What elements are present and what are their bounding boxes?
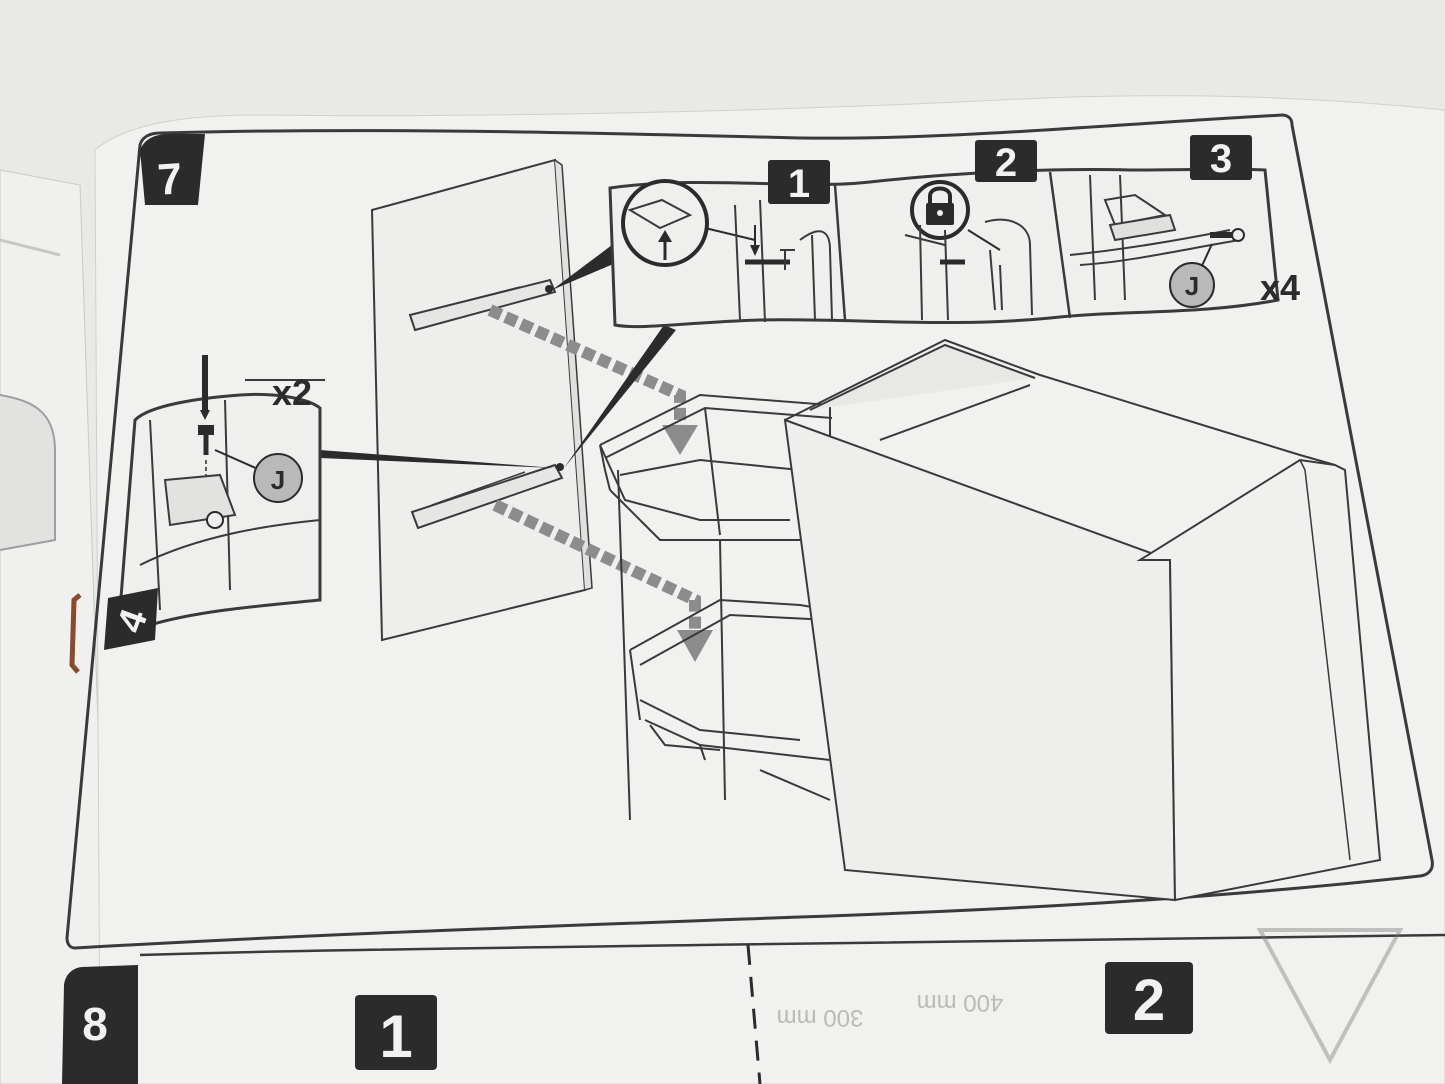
substep-4-badge: 4 [104, 588, 158, 650]
door-panel [370, 158, 593, 642]
step-8-substep-1-badge: 1 [355, 995, 437, 1070]
substep-3-number: 3 [1210, 137, 1232, 181]
fastener-j-right: J [1185, 271, 1199, 301]
warning-triangle-icon [1256, 928, 1404, 1065]
screw-icon [1210, 228, 1245, 242]
up-arrow-icon [658, 230, 672, 260]
step-8-substep-2-number: 2 [1133, 968, 1165, 1033]
step-8-frame: 8 [62, 933, 1445, 1084]
padlock-icon [926, 186, 954, 225]
detail-strip-top [608, 167, 1280, 329]
step-8-number: 8 [82, 998, 108, 1050]
screw-icon [198, 425, 214, 455]
detail-4-frame: J x2 [118, 355, 325, 629]
detail-3-content: J x4 [1069, 174, 1300, 308]
substep-1-badge: 1 [768, 160, 830, 206]
fastener-j-left: J [271, 465, 285, 495]
step-8-substep-1-number: 1 [379, 1003, 412, 1070]
qty-x4: x4 [1260, 267, 1300, 308]
dashed-arrow-upper [487, 304, 698, 455]
bracket-icon [408, 278, 557, 332]
bracket-icon [410, 463, 564, 530]
substep-2-badge: 2 [975, 140, 1037, 185]
dashed-divider [746, 944, 762, 1084]
substep-2-number: 2 [995, 141, 1017, 185]
step-8-substep-2-badge: 2 [1105, 962, 1193, 1034]
step-7-frame [65, 113, 1434, 950]
callout-pointer [320, 245, 676, 468]
faint-measure-b: 400 mm [917, 989, 1004, 1016]
detail-2-content [904, 180, 1033, 321]
detail-1-content [621, 179, 833, 323]
substep-1-number: 1 [788, 162, 810, 206]
staple-icon [69, 593, 82, 674]
cabinet-box [783, 338, 1382, 902]
substep-3-badge: 3 [1190, 135, 1252, 181]
step-7-badge: 7 [140, 134, 205, 205]
screwdriver-icon [200, 355, 210, 420]
faint-measure-a: 300 mm [777, 1004, 864, 1031]
step-7-number: 7 [156, 154, 184, 205]
qty-x2: x2 [272, 372, 312, 413]
wire-basket-icon [599, 393, 833, 821]
faint-measurements: 300 mm 400 mm [777, 989, 1004, 1031]
dashed-arrow-lower [492, 499, 713, 662]
